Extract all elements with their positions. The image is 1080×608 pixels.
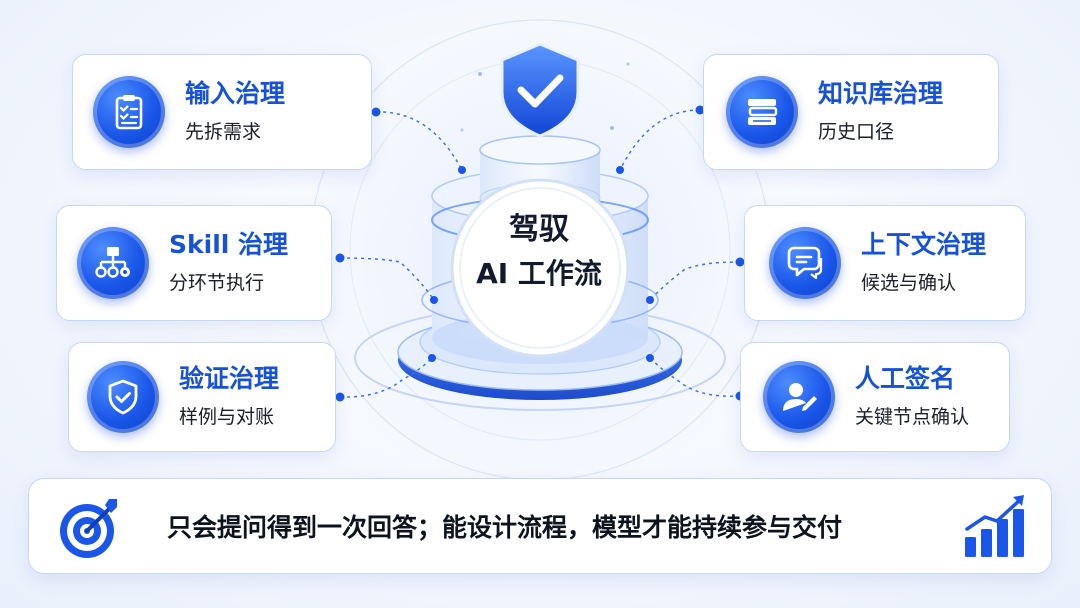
center-title: 驾驭 AI 工作流 [455,210,623,294]
shield-check-icon [87,361,159,433]
card-subtitle: 候选与确认 [861,271,957,294]
user-sign-icon [763,361,835,433]
card-human-signoff: 人工签名 关键节点确认 [740,342,1010,452]
card-title: 人工签名 [855,364,956,394]
bottom-slogan-banner: 只会提问得到一次回答；能设计流程，模型才能持续参与交付 [28,478,1052,574]
target-arrow-icon [60,499,117,558]
card-context-governance: 上下文治理 候选与确认 [744,205,1026,321]
chat-bubbles-icon [769,227,841,299]
card-subtitle: 先拆需求 [185,120,262,143]
book-stack-icon [726,76,798,148]
card-subtitle: 关键节点确认 [855,405,970,428]
card-title: 验证治理 [179,364,280,394]
clipboard-checklist-icon [93,76,165,148]
card-verification-governance: 验证治理 样例与对账 [68,342,336,452]
card-subtitle: 样例与对账 [179,405,275,428]
card-title: 知识库治理 [818,79,944,109]
card-subtitle: 历史口径 [818,120,895,143]
center-title-line2: AI 工作流 [476,257,602,290]
workflow-gear-icon [77,227,149,299]
card-input-governance: 输入治理 先拆需求 [72,54,372,170]
card-skill-governance: Skill 治理 分环节执行 [56,205,332,321]
card-knowledge-governance: 知识库治理 历史口径 [703,54,999,170]
center-title-line1: 驾驭 [509,212,569,247]
card-title: 输入治理 [185,79,286,109]
growth-bar-chart-icon [965,495,1024,557]
card-title: 上下文治理 [861,230,987,260]
slogan-text: 只会提问得到一次回答；能设计流程，模型才能持续参与交付 [167,513,843,542]
card-subtitle: 分环节执行 [169,271,265,294]
card-title: Skill 治理 [169,230,289,260]
